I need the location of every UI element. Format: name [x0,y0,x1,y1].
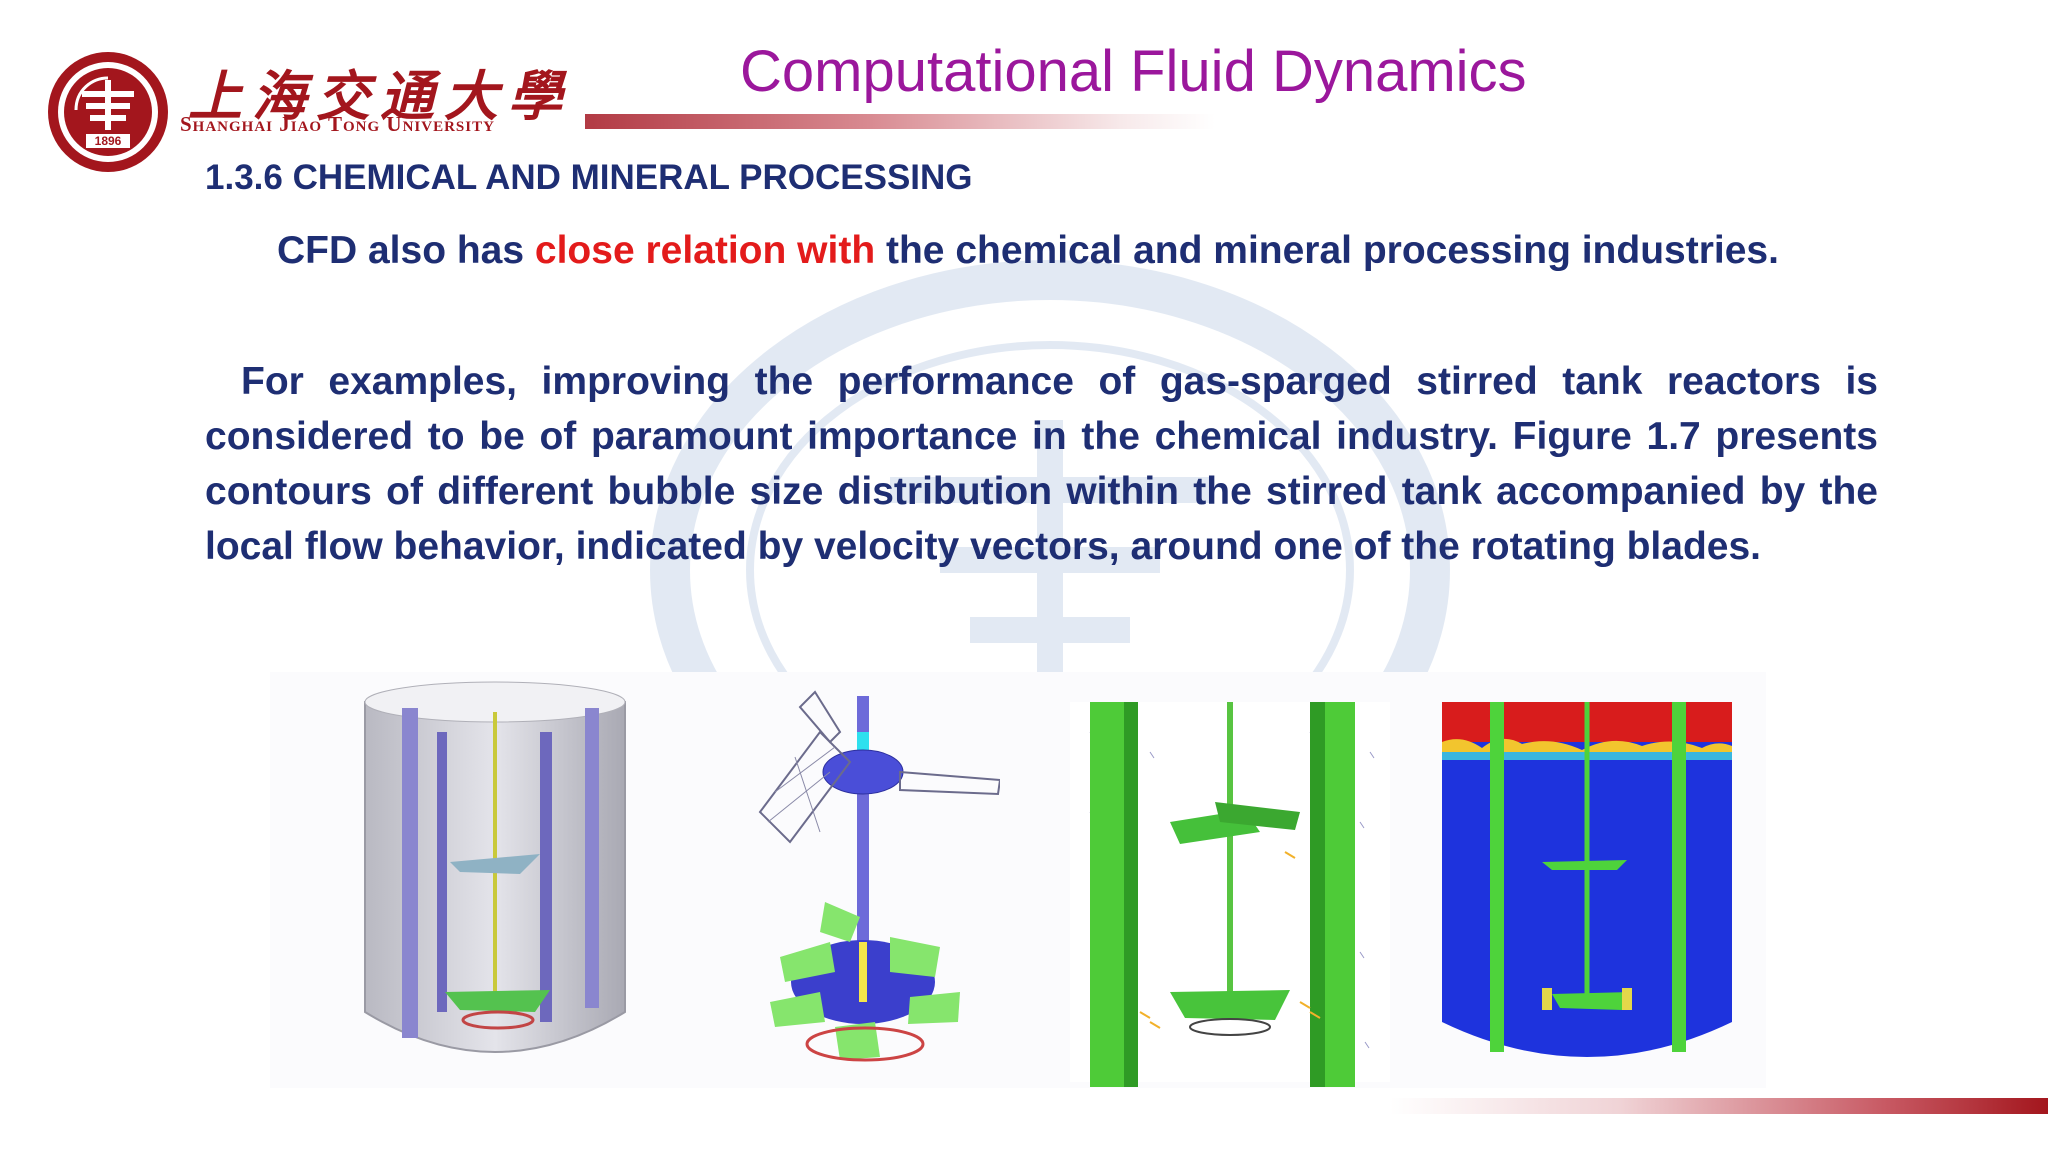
paragraph-examples: For examples, improving the performance … [205,360,1878,568]
paragraph-intro-start: CFD also has [277,229,535,272]
velocity-vectors-image [1070,702,1390,1087]
paragraph-intro-end: the chemical and mineral processing indu… [875,229,1779,272]
highlight-phrase: close relation with [534,229,876,272]
paragraph-intro: CFD also has close relation with the che… [205,220,1878,281]
header-divider [585,114,1215,129]
footer-divider [1390,1098,2048,1114]
seal-year: 1896 [95,134,122,148]
section-heading: 1.3.6 CHEMICAL AND MINERAL PROCESSING [205,158,973,197]
bubble-contours-image [1442,702,1732,1057]
university-seal-icon: 1896 [48,52,168,172]
university-name-english: Shanghai Jiao Tong University [180,112,495,136]
university-name-chinese: 上海交通大學 [188,64,572,128]
tank-geometry-image [364,681,626,1053]
slide-title: Computational Fluid Dynamics [740,39,1527,104]
stirred-tank-figure [270,672,1766,1088]
impeller-mesh-image [758,690,1000,1062]
